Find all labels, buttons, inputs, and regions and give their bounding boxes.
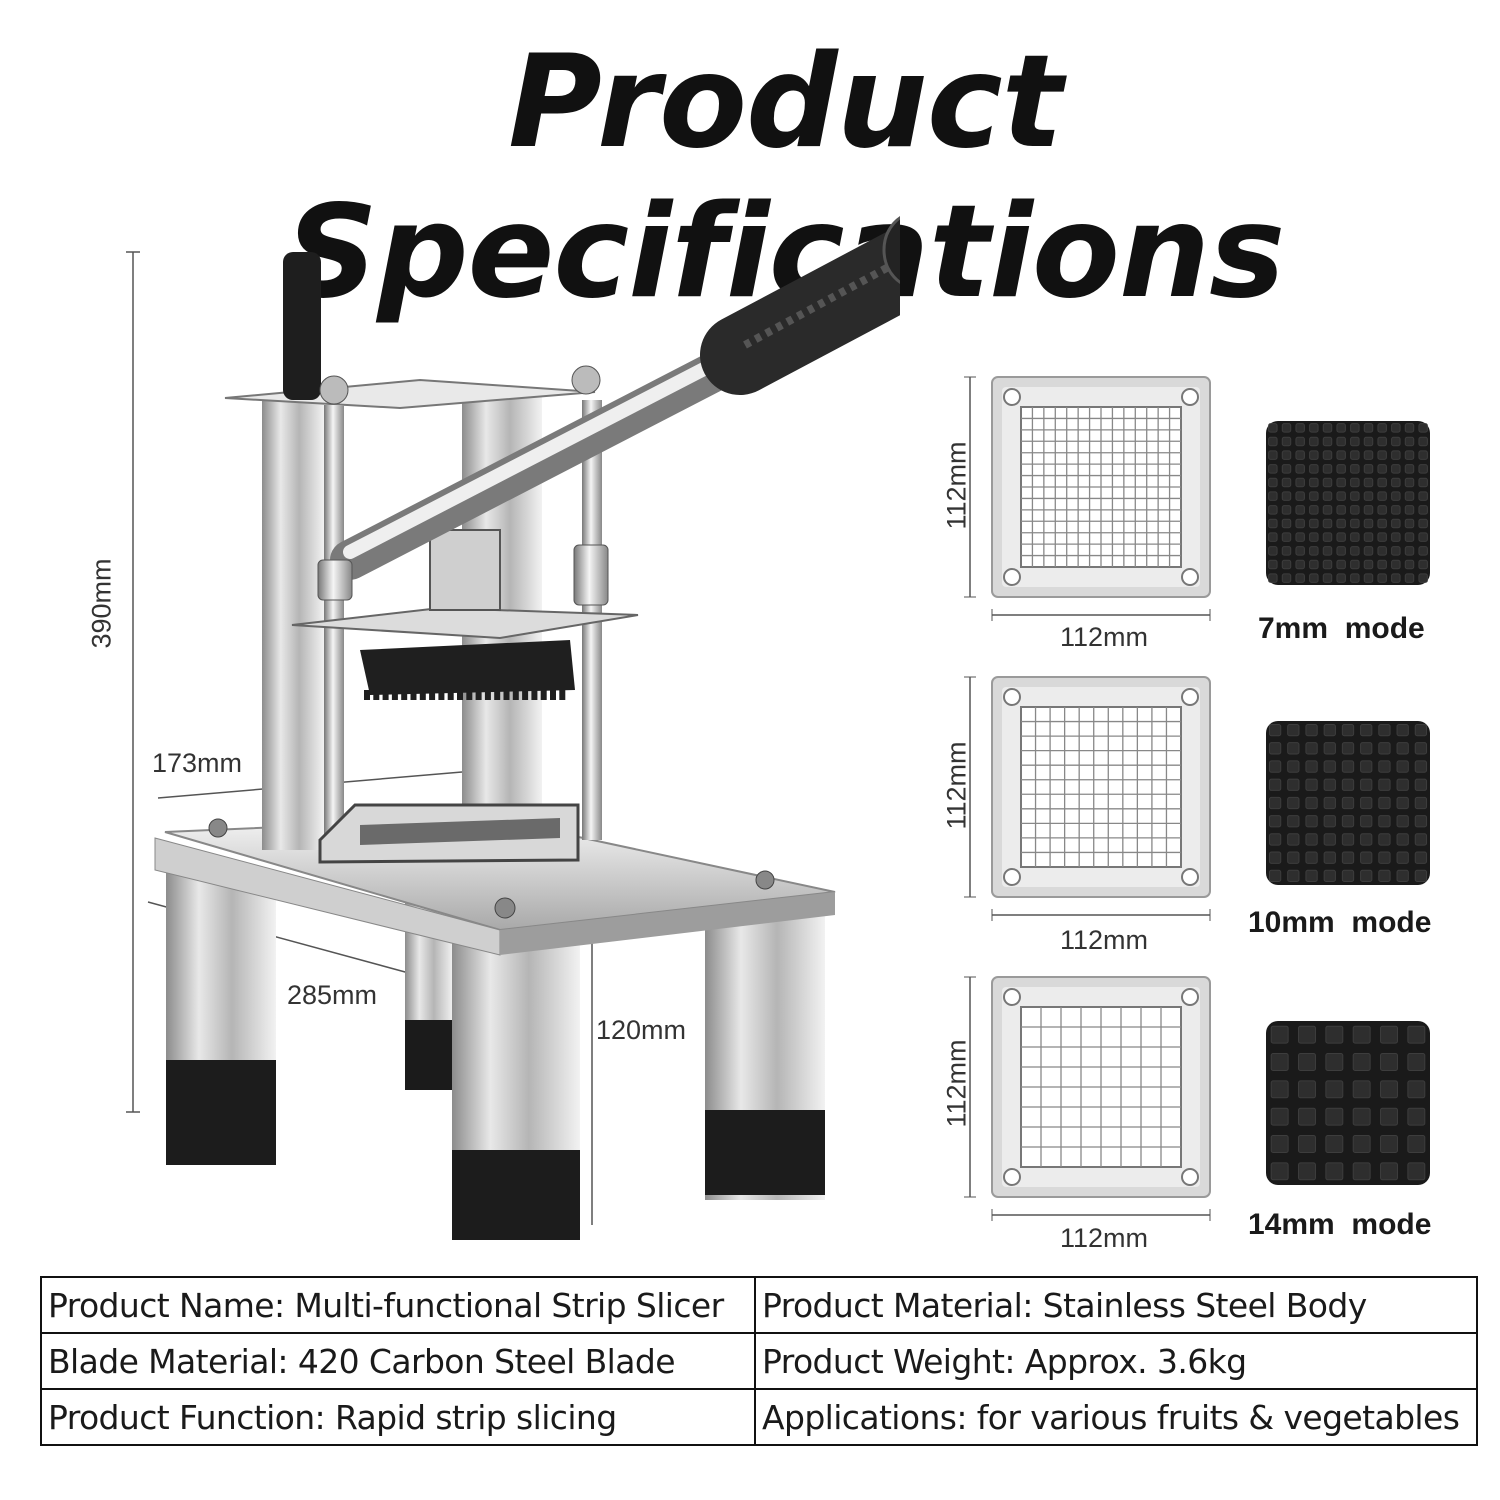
pusher-head	[1266, 421, 1430, 585]
spec-row: Blade Material: 420 Carbon Steel Blade P…	[40, 1332, 1478, 1390]
pusher-tooth	[373, 690, 380, 700]
pusher-tooth	[447, 690, 454, 700]
spec-cell: Product Name: Multi-functional Strip Sli…	[40, 1276, 756, 1334]
mounting-hole	[1003, 1168, 1021, 1186]
pusher-tooth	[540, 690, 547, 700]
pusher-tooth	[466, 690, 473, 700]
blade-height-label-7mm: 112mm	[941, 441, 972, 530]
mounting-hole	[1181, 688, 1199, 706]
pusher-tooth	[484, 690, 491, 700]
pusher-tooth	[522, 690, 529, 700]
blade-set-drawing	[964, 976, 1430, 1221]
spec-cell: Product Weight: Approx. 3.6kg	[754, 1332, 1478, 1390]
pusher-head	[1266, 1021, 1430, 1185]
strip-slicer-machine-illustration	[126, 215, 900, 1240]
blade-height-label-14mm: 112mm	[941, 1039, 972, 1128]
blade-set-drawing	[964, 676, 1430, 921]
pusher-tooth	[438, 690, 445, 700]
pusher-tooth	[475, 690, 482, 700]
page-title: Product Specifications	[285, 28, 1286, 327]
spec-row: Product Function: Rapid strip slicing Ap…	[40, 1388, 1478, 1446]
pusher-tooth	[410, 690, 417, 700]
spec-table: Product Name: Multi-functional Strip Sli…	[40, 1276, 1478, 1446]
blade-set	[930, 665, 1490, 965]
mounting-hole	[1003, 388, 1021, 406]
blade-height-label-10mm: 112mm	[941, 741, 972, 830]
mounting-hole	[1181, 568, 1199, 586]
pusher-tooth	[429, 690, 436, 700]
blade-width-label-7mm: 112mm	[1060, 622, 1149, 652]
spec-cell: Product Material: Stainless Steel Body	[754, 1276, 1478, 1334]
blade-width-label-10mm: 112mm	[1060, 925, 1149, 955]
mounting-hole	[1181, 1168, 1199, 1186]
mounting-hole	[1181, 388, 1199, 406]
depth-dimension-label: 173mm	[152, 748, 243, 778]
blade-grid	[1020, 706, 1182, 868]
mode-label-10mm: 10mm mode	[1248, 906, 1432, 939]
pusher-tooth	[512, 690, 519, 700]
width-dimension-label: 285mm	[287, 980, 378, 1010]
pusher-tooth	[364, 690, 370, 700]
pusher-tooth	[382, 690, 389, 700]
mounting-hole	[1003, 988, 1021, 1006]
spec-cell: Product Function: Rapid strip slicing	[40, 1388, 756, 1446]
spec-cell: Blade Material: 420 Carbon Steel Blade	[40, 1332, 756, 1390]
blade-set	[930, 965, 1490, 1265]
mounting-hole	[1003, 868, 1021, 886]
mounting-hole	[1003, 688, 1021, 706]
pusher-tooth	[503, 690, 510, 700]
pusher-tooth	[531, 690, 538, 700]
pusher-tooth	[401, 690, 408, 700]
pusher-tooth	[419, 690, 426, 700]
pusher-tooth	[391, 690, 398, 700]
pusher-tooth	[550, 690, 556, 700]
mode-label-14mm: 14mm mode	[1248, 1208, 1432, 1241]
blade-set-drawing	[964, 376, 1430, 621]
pusher-tooth	[494, 690, 501, 700]
mounting-hole	[1181, 868, 1199, 886]
mounting-hole	[1181, 988, 1199, 1006]
mode-label-7mm: 7mm mode	[1258, 612, 1425, 645]
blade-width-label-14mm: 112mm	[1060, 1223, 1149, 1253]
blade-set	[930, 365, 1490, 665]
pusher-tooth	[457, 690, 463, 700]
mounting-hole	[1003, 568, 1021, 586]
pusher-tooth	[559, 690, 566, 700]
spec-row: Product Name: Multi-functional Strip Sli…	[40, 1276, 1478, 1334]
spec-cell: Applications: for various fruits & veget…	[754, 1388, 1478, 1446]
leg-height-dimension-label: 120mm	[596, 1015, 687, 1045]
height-dimension-label: 390mm	[86, 558, 117, 649]
